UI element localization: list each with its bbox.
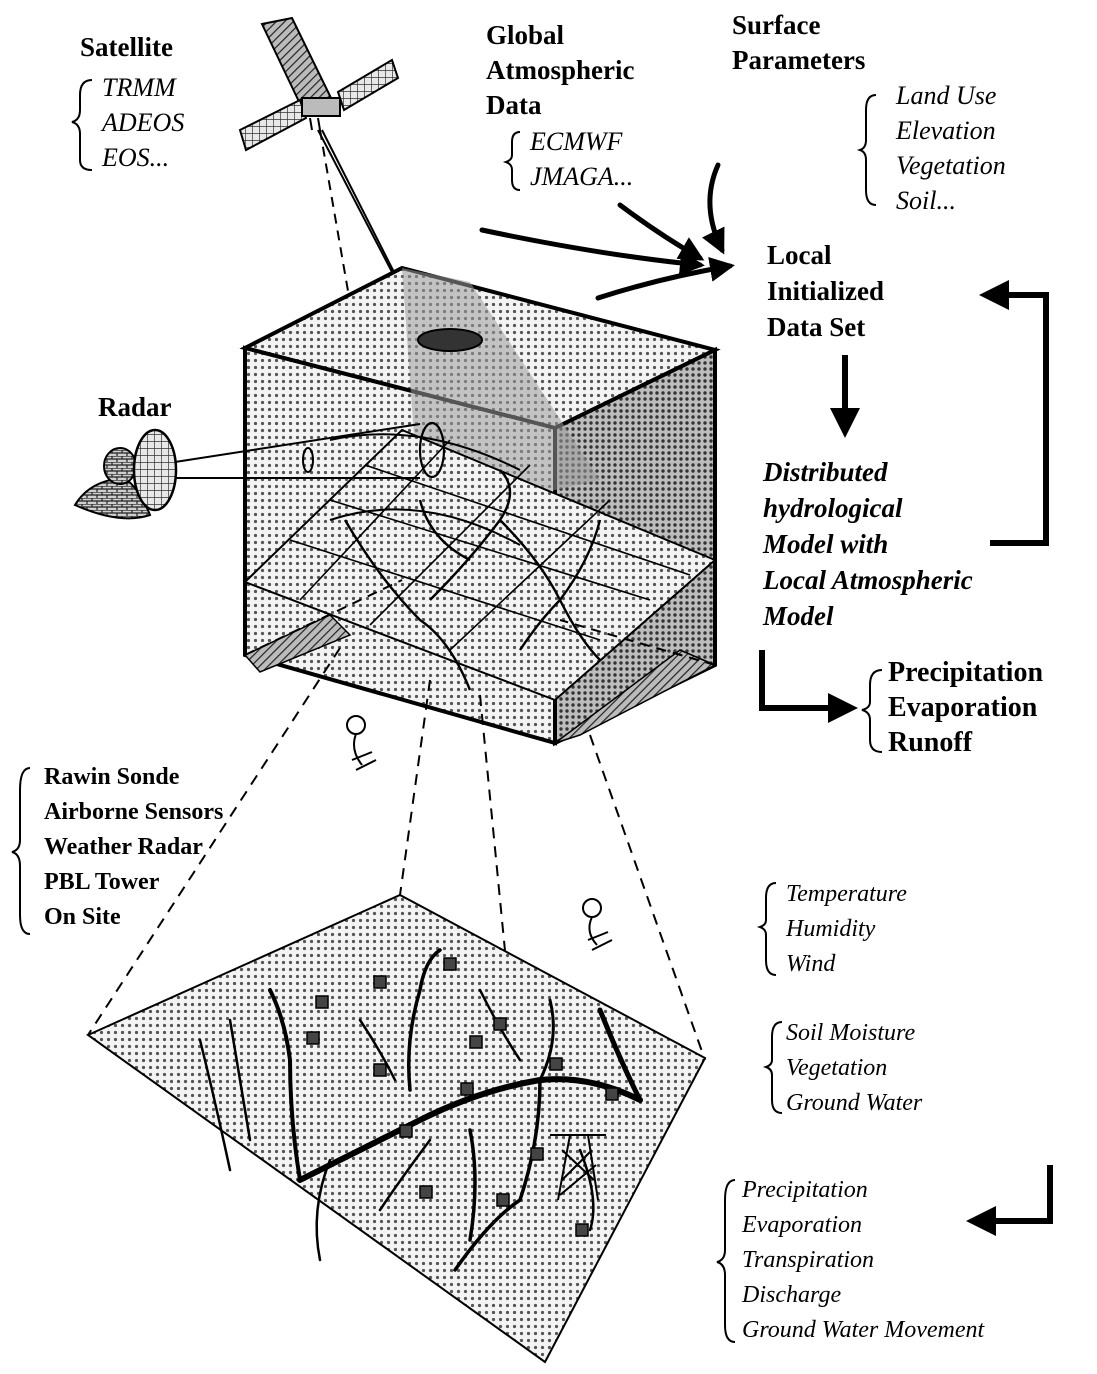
model-domain-box <box>245 268 715 743</box>
list-item: ECMWF <box>530 124 633 159</box>
model-title-line-3: Model with <box>763 527 888 562</box>
list-item: ADEOS <box>102 105 184 140</box>
list-item: Land Use <box>896 78 1006 113</box>
list-item: TRMM <box>102 70 184 105</box>
list-item: Vegetation <box>896 148 1006 183</box>
list-item: Evaporation <box>888 690 1043 725</box>
list-item: Humidity <box>786 912 907 947</box>
surface-title-line-1: Surface <box>732 8 820 43</box>
list-item: Evaporation <box>742 1208 984 1243</box>
model-output-arrow <box>762 650 852 708</box>
surface-list: Land Use Elevation Vegetation Soil... <box>896 78 1006 218</box>
observations-list: Rawin Sonde Airborne Sensors Weather Rad… <box>44 760 223 935</box>
list-item: Soil... <box>896 183 1006 218</box>
local-title-line-3: Data Set <box>767 310 865 345</box>
catchment-plane <box>88 895 705 1362</box>
list-item: Elevation <box>896 113 1006 148</box>
list-item: Runoff <box>888 725 1043 760</box>
list-item: Temperature <box>786 877 907 912</box>
list-item: Airborne Sensors <box>44 795 223 830</box>
model-title-line-5: Model <box>763 599 834 634</box>
local-title-line-2: Initialized <box>767 274 884 309</box>
list-item: Discharge <box>742 1278 984 1313</box>
global-title-line-2: Atmospheric <box>486 53 634 88</box>
global-title-line-1: Global <box>486 18 564 53</box>
list-item: PBL Tower <box>44 865 223 900</box>
satellite-list: TRMM ADEOS EOS... <box>102 70 184 175</box>
list-item: JMAGA... <box>530 159 633 194</box>
local-title-line-1: Local <box>767 238 832 273</box>
outputs-list: Precipitation Evaporation Runoff <box>888 655 1043 760</box>
global-list: ECMWF JMAGA... <box>530 124 633 194</box>
model-title-line-4: Local Atmospheric <box>763 563 973 598</box>
list-item: Transpiration <box>742 1243 984 1278</box>
list-item: Vegetation <box>786 1051 922 1086</box>
satellite-title: Satellite <box>80 30 173 65</box>
model-title-line-2: hydrological <box>763 491 903 526</box>
list-item: Wind <box>786 947 907 982</box>
list-item: On Site <box>44 900 223 935</box>
radar-title: Radar <box>98 390 172 425</box>
list-item: Ground Water Movement <box>742 1313 984 1348</box>
atmos-vars-list: Temperature Humidity Wind <box>786 877 907 982</box>
model-title-line-1: Distributed <box>763 455 888 490</box>
balloon-icon-2 <box>583 899 612 950</box>
list-item: Weather Radar <box>44 830 223 865</box>
list-item: EOS... <box>102 140 184 175</box>
list-item: Soil Moisture <box>786 1016 922 1051</box>
global-title-line-3: Data <box>486 88 542 123</box>
list-item: Rawin Sonde <box>44 760 223 795</box>
list-item: Ground Water <box>786 1086 922 1121</box>
feedback-loop-arrow <box>985 295 1046 543</box>
list-item: Precipitation <box>742 1173 984 1208</box>
land-vars-list: Soil Moisture Vegetation Ground Water <box>786 1016 922 1121</box>
list-item: Precipitation <box>888 655 1043 690</box>
surface-title-line-2: Parameters <box>732 43 865 78</box>
fluxes-list: Precipitation Evaporation Transpiration … <box>742 1173 984 1348</box>
balloon-icon <box>347 716 376 770</box>
